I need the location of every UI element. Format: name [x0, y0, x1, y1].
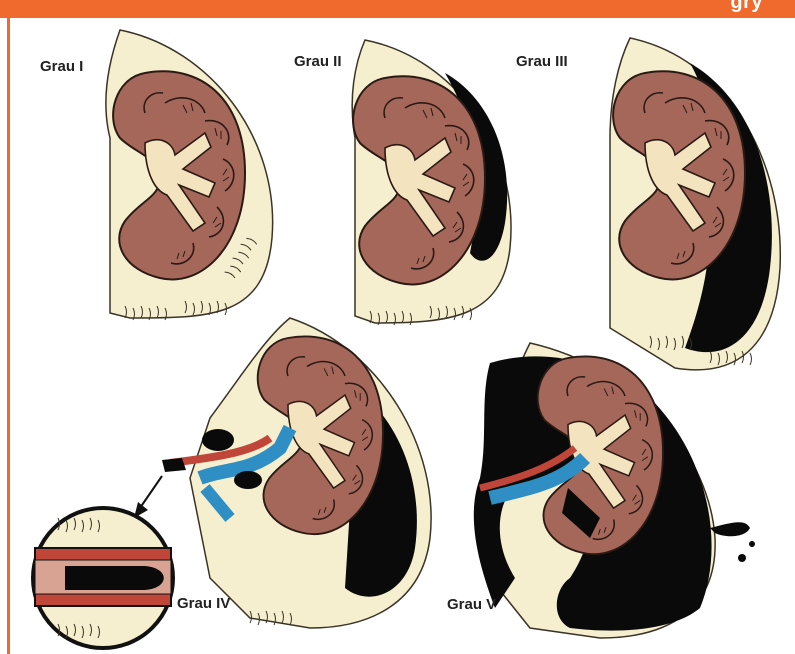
illustration-canvas: Grau I Grau II Grau III Grau IV Grau V — [10, 18, 795, 654]
grade-2-diagram — [352, 40, 511, 325]
grade-1-diagram — [106, 30, 273, 320]
grade-4-label: Grau IV — [177, 595, 230, 612]
grade-5-diagram — [474, 343, 755, 638]
grade-3-label: Grau III — [516, 53, 568, 70]
header-partial-text: gry — [730, 0, 763, 14]
grade-3-diagram — [610, 38, 780, 370]
vessel-inset — [33, 508, 173, 648]
header-bar: gry — [0, 0, 795, 18]
grade-5-label: Grau V — [447, 596, 496, 613]
kidney-injury-grades-figure — [10, 18, 795, 654]
grade-4-diagram — [33, 318, 431, 648]
grade-2-label: Grau II — [294, 53, 342, 70]
grade-1-label: Grau I — [40, 58, 83, 75]
